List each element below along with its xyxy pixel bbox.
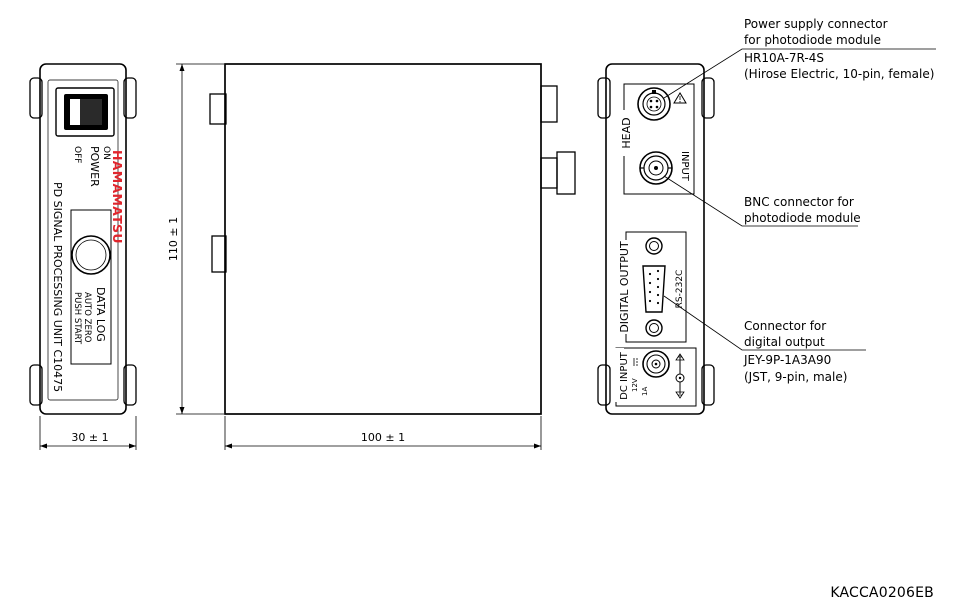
digital-output-label: DIGITAL OUTPUT <box>618 241 631 333</box>
power-on-label: ON <box>101 146 111 160</box>
product-name-label: PD SIGNAL PROCESSING UNIT C10475 <box>51 182 64 392</box>
digital-connector-line2: digital output <box>744 335 825 349</box>
power-connector-line1: Power supply connector <box>744 17 888 31</box>
bnc-connector-line2: photodiode module <box>744 211 861 225</box>
power-connector-line3: HR10A-7R-4S <box>744 51 824 65</box>
digital-connector-line1: Connector for <box>744 319 826 333</box>
side-view <box>209 63 576 415</box>
side-body <box>224 63 542 415</box>
head-label: HEAD <box>620 117 633 148</box>
screw-bottom-icon <box>645 319 663 337</box>
polarity-symbol-icon <box>675 353 685 399</box>
power-connector-callout: Power supply connector for photodiode mo… <box>663 17 936 99</box>
rs232c-connector[interactable] <box>642 265 666 313</box>
front-panel-body <box>39 63 127 415</box>
power-connector-line4: (Hirose Electric, 10-pin, female) <box>744 67 934 81</box>
power-label: POWER <box>88 146 101 187</box>
dc-symbol-icon <box>633 358 638 366</box>
input-label: INPUT <box>679 151 690 182</box>
dc-input-label: DC INPUT <box>619 351 630 400</box>
power-supply-connector[interactable] <box>637 87 671 121</box>
front-width-dimension: 30 ± 1 <box>39 416 137 450</box>
auto-zero-label: AUTO ZERO <box>82 292 92 343</box>
depth-value: 100 ± 1 <box>361 431 405 444</box>
front-view: ON POWER OFF HAMAMATSU DATA LOG AUTO ZER… <box>29 63 137 415</box>
rear-view: HEAD INPUT DIGI <box>597 63 715 415</box>
power-connector-line2: for photodiode module <box>744 33 881 47</box>
rs232c-label: RS-232C <box>675 270 685 309</box>
data-log-button[interactable] <box>71 235 111 275</box>
front-width-value: 30 ± 1 <box>71 431 108 444</box>
height-value: 110 ± 1 <box>167 217 180 261</box>
digital-connector-line4: (JST, 9-pin, male) <box>744 370 847 384</box>
warning-triangle-icon <box>673 92 687 104</box>
current-label: 1A <box>641 387 649 396</box>
digital-connector-line3: JEY-9P-1A3A90 <box>743 353 831 367</box>
push-start-label: PUSH START <box>72 292 82 345</box>
figure-code: KACCA0206EB <box>830 585 934 601</box>
data-log-label: DATA LOG <box>94 287 107 342</box>
depth-dimension: 100 ± 1 <box>224 416 542 450</box>
screw-top-icon <box>645 237 663 255</box>
bnc-connector[interactable] <box>639 151 673 185</box>
height-dimension: 110 ± 1 <box>167 63 224 415</box>
rear-panel-body <box>605 63 705 415</box>
bnc-connector-line1: BNC connector for <box>744 195 854 209</box>
power-off-label: OFF <box>72 146 82 163</box>
bnc-connector-callout: BNC connector for photodiode module <box>663 175 861 227</box>
hamamatsu-logo: HAMAMATSU <box>110 150 125 244</box>
digital-connector-callout: Connector for digital output JEY-9P-1A3A… <box>663 295 866 384</box>
power-switch[interactable] <box>55 87 115 137</box>
dc-jack-connector[interactable] <box>642 350 670 378</box>
voltage-label: 12V <box>631 378 639 392</box>
